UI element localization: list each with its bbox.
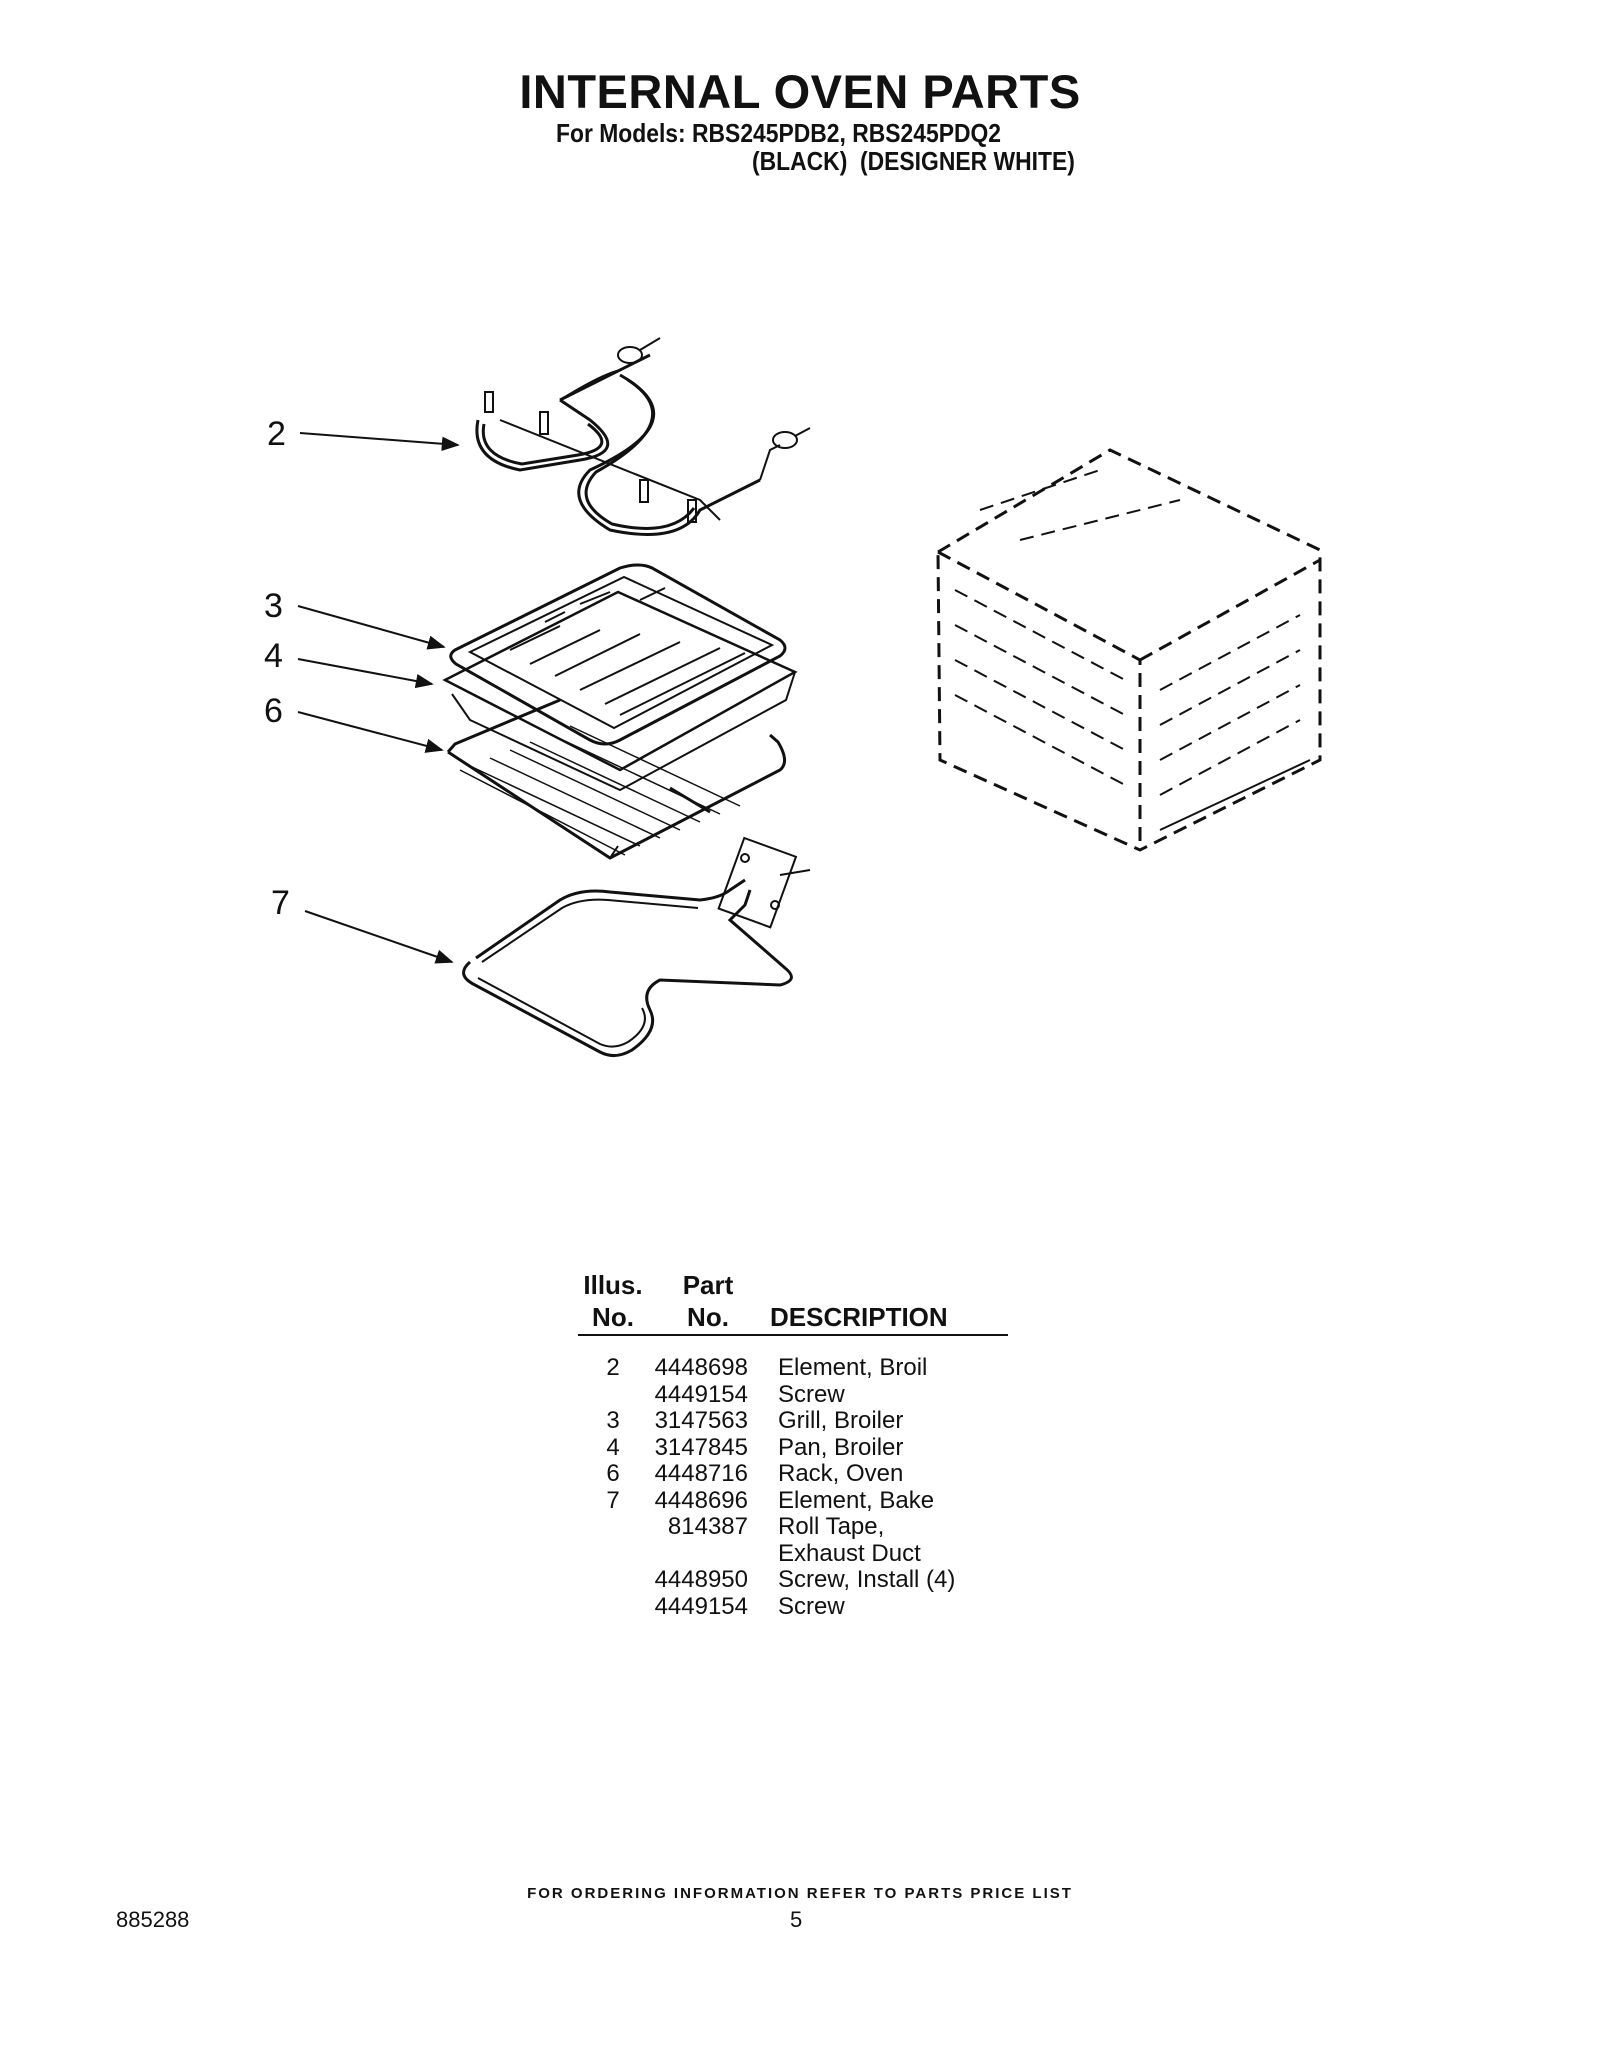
exploded-parts-diagram: 2 3 4 6 7 [264,337,1322,1057]
part-description: Screw [778,1592,845,1620]
table-row: 3 3147563 Grill, Broiler [578,1407,1008,1434]
ordering-footer: FOR ORDERING INFORMATION REFER TO PARTS … [527,1885,1073,1902]
header-description: DESCRIPTION [770,1302,948,1332]
header-part-1: Part [682,1270,734,1300]
callout-3: 3 [264,587,283,625]
illus-no: 4 [606,1433,620,1461]
header-illus-1: Illus. [583,1270,643,1300]
parts-list: Illus. No. Part No. DESCRIPTION 2 4448698… [578,1268,1008,1620]
part-no: 4448950 [654,1566,748,1593]
illus-no: 3 [606,1407,620,1434]
part-description: Roll Tape, [778,1513,885,1540]
part-description: Screw, Install (4) [778,1566,956,1593]
bake-element-drawing [462,836,811,1057]
part-description: Rack, Oven [778,1460,904,1487]
part-description: Pan, Broiler [778,1433,904,1461]
broiler-pan-drawing [442,563,798,792]
parts-list-header: Illus. No. Part No. DESCRIPTION [578,1268,1008,1336]
table-row: 7 4448696 Element, Bake [578,1487,1008,1514]
document-number: 885288 [116,1907,190,1932]
oven-rack-drawing [446,698,786,860]
part-no: 4449154 [654,1592,748,1620]
part-no: 4449154 [654,1380,748,1408]
part-no: 4448716 [654,1460,748,1487]
part-no: 4448698 [654,1354,748,1381]
part-description: Element, Bake [778,1486,935,1514]
part-no: 4448696 [654,1486,748,1514]
callout-4: 4 [264,637,283,675]
oven-cavity-drawing [936,448,1322,852]
models-line: For Models: RBS245PDB2, RBS245PDQ2 [556,118,1002,148]
table-row: 4449154 Screw [578,1381,1008,1408]
header-illus-2: No. [592,1302,634,1332]
part-no: 3147563 [654,1407,748,1434]
illus-no: 7 [606,1486,620,1514]
illus-no: 2 [606,1354,620,1381]
table-row: 2 4448698 Element, Broil [578,1354,1008,1381]
header-part-2: No. [687,1302,729,1332]
models-color-line: (BLACK) (DESIGNER WHITE) [752,146,1075,176]
table-row: 4449154 Screw [578,1593,1008,1620]
callout-6: 6 [264,692,283,730]
broil-element-drawing [475,337,811,536]
table-row: 6 4448716 Rack, Oven [578,1460,1008,1487]
table-row: 814387 Roll Tape, [578,1513,1008,1540]
callout-2: 2 [267,415,286,453]
callout-7: 7 [271,884,290,922]
leader-arrows [297,432,460,964]
table-row: Exhaust Duct [578,1540,1008,1567]
illus-no: 6 [606,1460,620,1487]
part-no: 814387 [667,1513,748,1540]
table-row: 4448950 Screw, Install (4) [578,1566,1008,1593]
part-description: Grill, Broiler [778,1407,904,1434]
part-no: 3147845 [654,1433,748,1461]
page-number: 5 [790,1907,803,1932]
part-description: Screw [778,1380,845,1408]
page-title: INTERNAL OVEN PARTS [519,65,1081,118]
part-description: Element, Broil [778,1354,928,1381]
part-description: Exhaust Duct [778,1539,921,1567]
table-row: 4 3147845 Pan, Broiler [578,1434,1008,1461]
